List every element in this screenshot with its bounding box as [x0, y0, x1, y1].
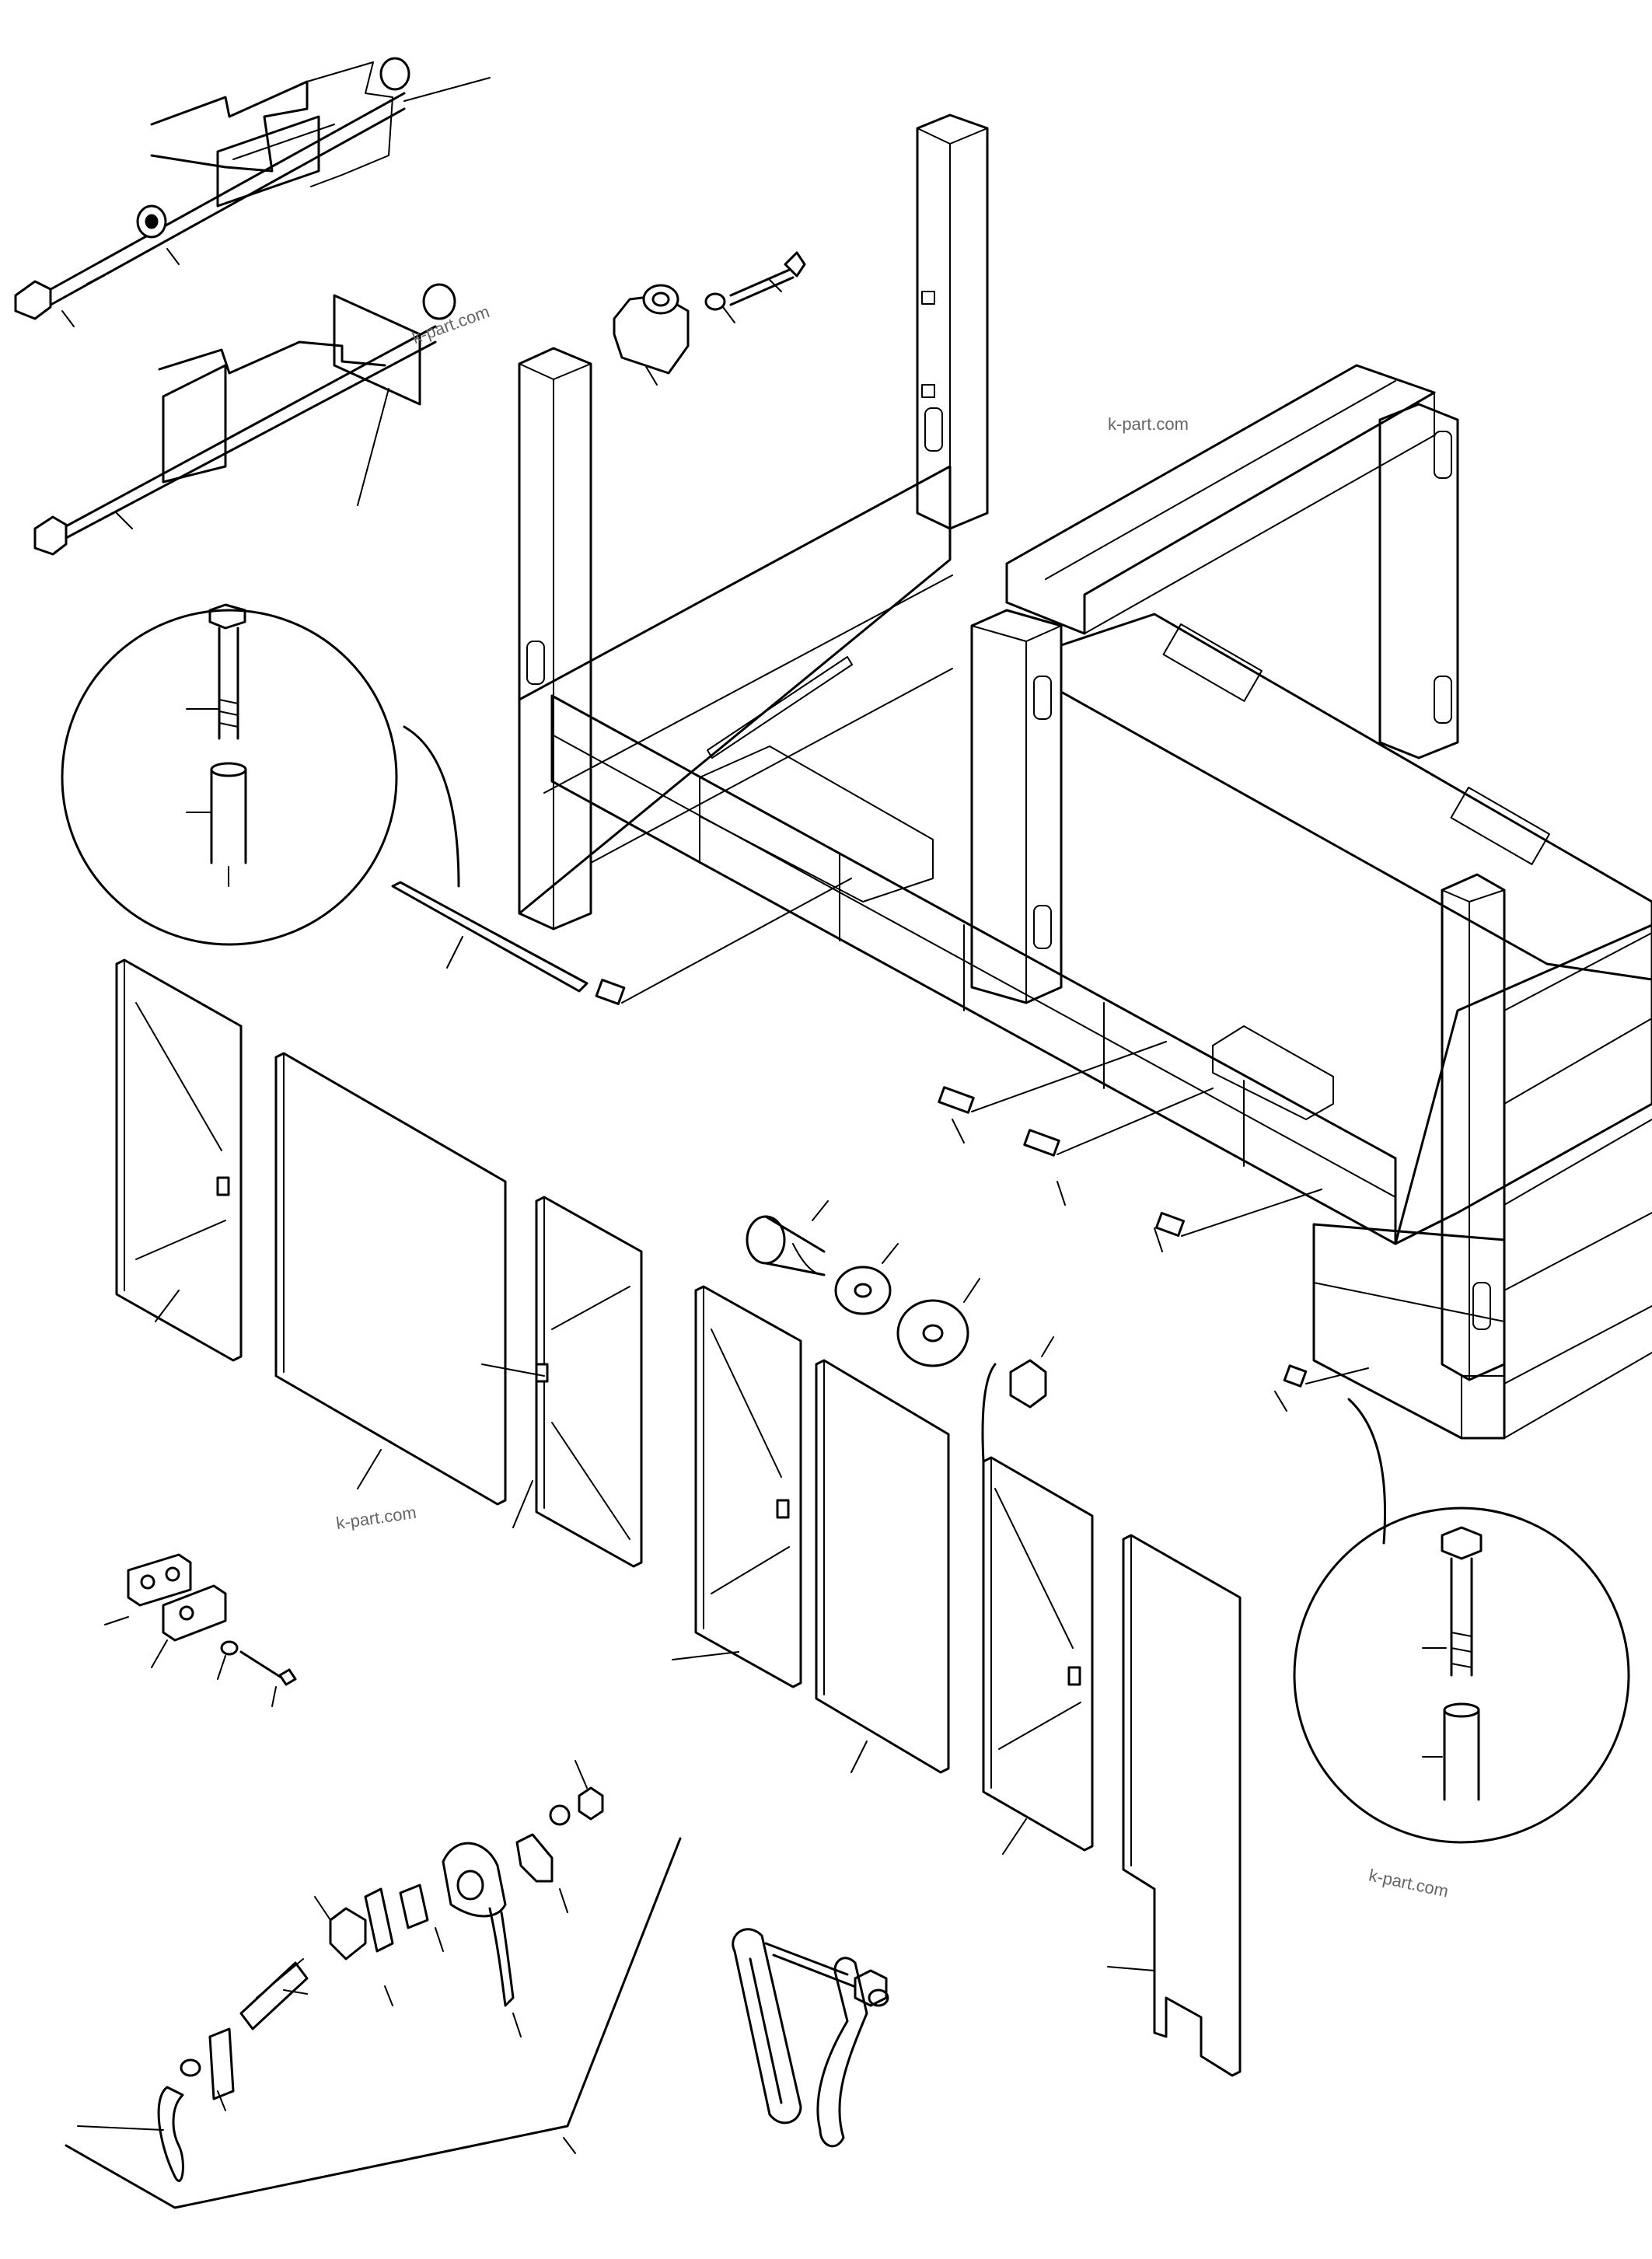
- panel-tall-notched: [1122, 1534, 1242, 2077]
- bracket-bolt-detail-upper: [14, 57, 491, 327]
- base-corner-block: [1312, 1223, 1506, 1440]
- top-cross-beam: [1005, 364, 1436, 635]
- center-rear-post: [916, 113, 989, 530]
- mounting-plate-right: [1212, 1025, 1334, 1120]
- left-rear-post: [518, 347, 592, 930]
- small-bracket-1: [595, 979, 626, 1005]
- small-bracket-2: [938, 1086, 975, 1114]
- center-front-post: [970, 609, 1063, 1004]
- mounting-plate-left: [699, 745, 934, 903]
- detail-circle-right: [1293, 1398, 1630, 1844]
- block-bolt-assembly: [613, 251, 806, 386]
- small-bracket-5: [1283, 1364, 1308, 1388]
- right-side-beam: [1394, 924, 1652, 1245]
- panel-hinged-center: [535, 1196, 643, 1568]
- panels: [115, 958, 1242, 2077]
- upper-deck-plate: [1060, 613, 1652, 981]
- panel-plain-mid: [815, 1359, 950, 1774]
- panel-hinged-mid: [694, 1285, 802, 1688]
- rubber-mount-stack: [746, 1200, 1054, 1463]
- door-handle: [732, 1928, 889, 2148]
- left-side-beam: [518, 465, 952, 915]
- latch-assembly: [65, 1760, 682, 2209]
- leader-lines: [155, 1119, 1287, 1971]
- hinge-plate-assembly: [104, 1553, 297, 1707]
- small-bracket-4: [1154, 1211, 1186, 1238]
- small-bracket-3: [1023, 1129, 1060, 1157]
- front-long-beam: [550, 694, 1397, 1245]
- main-frame: [518, 113, 1652, 1440]
- panel-large: [274, 1052, 507, 1506]
- right-rear-post: [1378, 403, 1459, 759]
- strip-and-brackets: [391, 878, 1369, 1388]
- panel-hinged-left: [115, 958, 243, 1362]
- support-bar: [707, 656, 853, 759]
- long-strip-bar: [391, 881, 589, 993]
- bracket-bolt-detail-lower: [33, 283, 456, 556]
- detail-circle-left: [61, 603, 460, 946]
- panel-hinged-right: [982, 1456, 1094, 1852]
